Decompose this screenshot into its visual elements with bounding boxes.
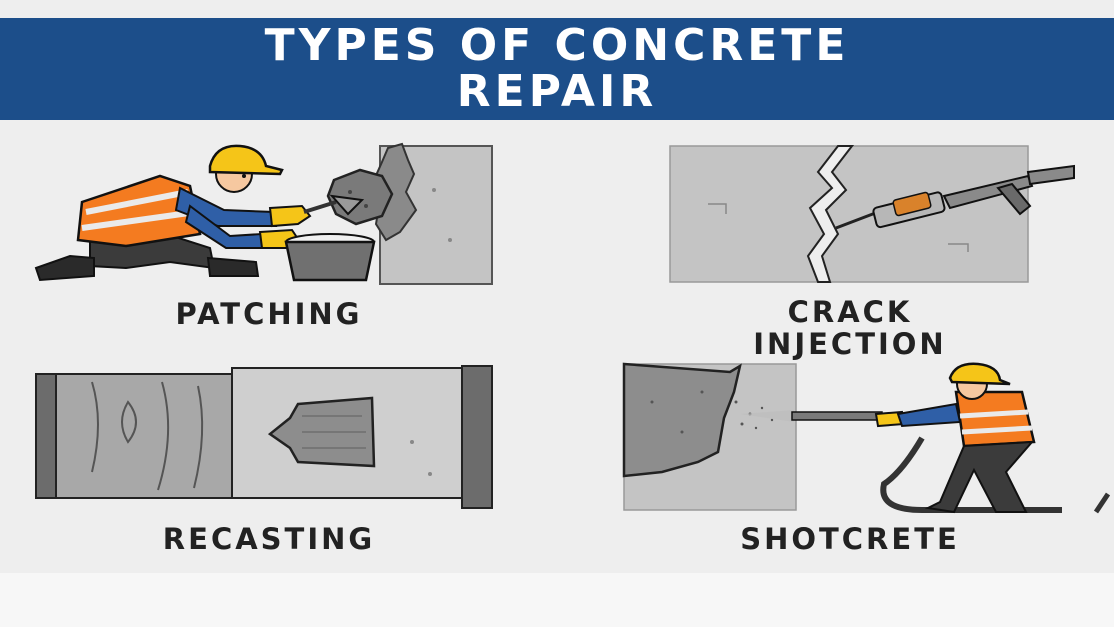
formwork-post-right bbox=[461, 365, 493, 509]
patching-illustration bbox=[34, 142, 493, 285]
formwork-icon bbox=[55, 373, 233, 499]
helmet-icon bbox=[948, 362, 1011, 386]
formwork-post-left bbox=[35, 373, 57, 499]
worker-icon bbox=[874, 362, 1111, 514]
crack bbox=[806, 145, 855, 283]
worker-icon bbox=[34, 144, 365, 282]
helmet-icon bbox=[208, 144, 284, 176]
concrete-slab bbox=[669, 145, 1029, 283]
shotcrete-illustration bbox=[622, 362, 1111, 514]
bottom-margin bbox=[0, 573, 1114, 627]
title-line-2: REPAIR bbox=[456, 66, 658, 117]
title-line-1: TYPES OF CONCRETE bbox=[264, 20, 850, 71]
label-shotcrete: SHOTCRETE bbox=[660, 523, 1040, 555]
trowel-icon bbox=[303, 194, 365, 216]
crack-injection-illustration bbox=[669, 145, 1075, 283]
label-patching-text: PATCHING bbox=[175, 297, 363, 331]
label-crack-line-1: CRACK bbox=[787, 295, 913, 329]
boot bbox=[34, 254, 95, 282]
label-patching: PATCHING bbox=[80, 298, 458, 330]
bucket-icon bbox=[284, 233, 376, 282]
title-banner: TYPES OF CONCRETE REPAIR bbox=[0, 18, 1114, 120]
label-crack-line-2: INJECTION bbox=[753, 327, 947, 361]
safety-vest bbox=[954, 390, 1036, 448]
label-recasting-text: RECASTING bbox=[162, 522, 376, 556]
caulk-gun-icon bbox=[835, 164, 1075, 230]
label-recasting: RECASTING bbox=[64, 523, 474, 555]
glove bbox=[268, 204, 312, 228]
label-crack-injection: CRACK INJECTION bbox=[660, 296, 1040, 360]
sprayed-concrete bbox=[622, 362, 742, 478]
label-shotcrete-text: SHOTCRETE bbox=[740, 522, 960, 556]
recasting-illustration bbox=[35, 365, 493, 509]
